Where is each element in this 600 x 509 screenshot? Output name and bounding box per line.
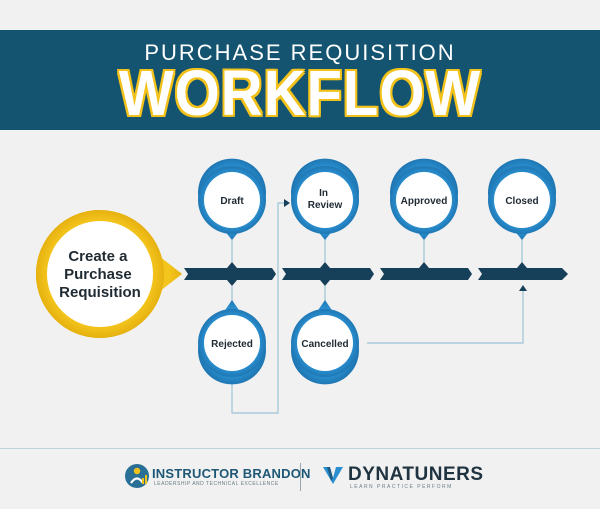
node-cancelled: Cancelled [291,286,359,385]
dynatuners-name: DYNATUNERS [348,464,484,485]
title-banner: PURCHASE REQUISITION WORKFLOW [0,30,600,130]
dynatuners-tagline: LEARN PRACTICE PERFORM [350,484,453,490]
approved-label: Approved [401,196,448,207]
arrow-segment-3 [380,268,472,280]
start-label-line-3: Requisition [59,284,141,301]
arrow-segment-1 [184,268,276,280]
footer-separator [300,463,301,491]
start-node-create-requisition: Create a Purchase Requisition [36,210,182,338]
svg-text:In Review: In Review [308,188,343,211]
arrowhead-into-closed [519,285,527,291]
process-arrow [184,262,568,286]
arrowhead-into-review [284,199,290,207]
instructor-brandon-logo-icon [125,464,149,488]
node-approved: Approved [390,158,458,262]
svg-text:Create a Purchase: Create a Purchase Requisition [59,248,141,301]
in-review-label-line-2: Review [308,200,343,211]
connector-lines [231,202,524,414]
arrow-segment-2 [282,268,374,280]
instructor-brandon-name: INSTRUCTOR BRANDON [152,466,311,481]
node-closed: Closed [488,158,556,262]
in-review-label-line-1: In [319,188,328,199]
cancelled-label: Cancelled [301,339,348,350]
banner-subtitle: PURCHASE REQUISITION [144,40,456,65]
rejected-label: Rejected [211,339,253,350]
arrow-segment-4 [478,268,568,280]
start-label-line-1: Create a [68,248,128,265]
dynatuners-logo-icon [323,467,343,484]
banner-title: WORKFLOW [118,57,482,130]
start-label-line-2: Purchase [64,266,132,283]
connector-cancelled-to-closed [367,291,524,344]
node-in-review: In Review [291,158,359,262]
connector-rejected-to-review [231,202,284,414]
node-rejected: Rejected [198,286,266,385]
draft-label: Draft [220,196,244,207]
node-draft: Draft [198,158,266,262]
closed-label: Closed [505,196,538,207]
footer: INSTRUCTOR BRANDON LEADERSHIP AND TECHNI… [0,449,600,509]
instructor-brandon-tagline: LEADERSHIP AND TECHNICAL EXCELLENCE [154,481,279,487]
footer-divider [0,448,600,449]
